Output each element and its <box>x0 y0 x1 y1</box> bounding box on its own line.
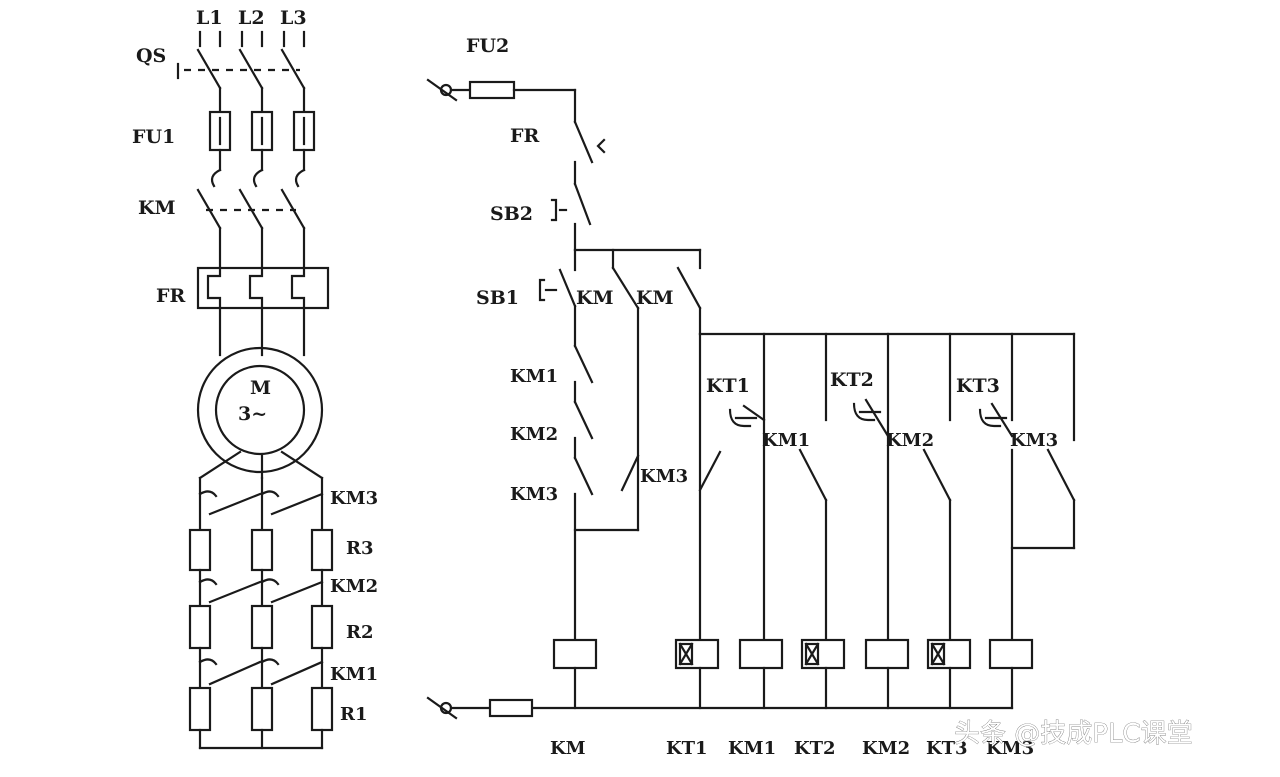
coil-label-km2: KM2 <box>862 738 910 759</box>
supply-terminals <box>198 30 306 48</box>
kt2-label: KT2 <box>830 369 874 391</box>
coil-kt1 <box>674 638 720 670</box>
fr-nc-contact <box>573 120 606 186</box>
r3-resistors <box>188 528 334 572</box>
km-hold-label-1: KM <box>576 287 614 309</box>
coil-label-km1: KM1 <box>728 738 776 759</box>
control-circuit: FU2 FR SB2 <box>426 35 1076 759</box>
bottom-rail <box>426 666 1014 720</box>
sb2-stop-button <box>550 182 592 252</box>
km2-no-label: KM2 <box>886 430 934 451</box>
km-hold-contact-1 <box>611 266 640 532</box>
motor-label: M <box>250 377 271 399</box>
r1-label: R1 <box>340 704 367 725</box>
coil-km <box>552 638 598 670</box>
coil-km1 <box>738 638 784 670</box>
kt3-delay-contact <box>978 402 1014 438</box>
km3-hold-label: KM3 <box>640 466 688 487</box>
km1-no-contact <box>798 448 828 642</box>
watermark: 头条 @技成PLC课堂 <box>954 719 1193 749</box>
km3-rotor-label: KM3 <box>330 488 378 509</box>
power-circuit: L1 L2 L3 QS FU1 <box>132 7 378 750</box>
fr-control-label: FR <box>510 125 539 147</box>
kt2-delay-contact <box>852 398 890 438</box>
motor <box>196 346 324 474</box>
fu2-fuse-top <box>426 78 577 124</box>
motor-phase-label: 3~ <box>238 403 267 425</box>
rotor-leads <box>198 450 324 532</box>
coil-kt3 <box>926 638 972 670</box>
km3-rotor-contacts <box>198 490 324 516</box>
r2-resistors <box>188 604 334 650</box>
r3-label: R3 <box>346 538 373 559</box>
km-hold-contact-2 <box>676 266 702 336</box>
coil-label-kt2: KT2 <box>794 738 836 759</box>
phase-label-l1: L1 <box>196 7 223 29</box>
km-main-label: KM <box>138 197 176 219</box>
sb1-label: SB1 <box>476 287 519 309</box>
km-nc-chain <box>573 304 640 642</box>
coil-label-km: KM <box>550 738 586 759</box>
kt3-label: KT3 <box>956 375 1000 397</box>
km2-rotor-label: KM2 <box>330 576 378 597</box>
km1-rotor-contacts <box>198 658 324 686</box>
fu1-fuses <box>208 110 316 152</box>
phase-label-l2: L2 <box>238 7 265 29</box>
kt1-delay-contact <box>698 404 766 492</box>
km3-no-label: KM3 <box>1010 430 1058 451</box>
coil-label-kt3: KT3 <box>926 738 968 759</box>
r1-resistors <box>188 686 334 732</box>
coil-kt2 <box>800 638 846 670</box>
fr-thermal-relay <box>196 266 330 357</box>
sb2-label: SB2 <box>490 203 533 225</box>
km-hold-label-2: KM <box>636 287 674 309</box>
right-bus <box>698 332 1076 642</box>
fr-power-label: FR <box>156 285 185 307</box>
phase-label-l3: L3 <box>280 7 307 29</box>
coil-label-km3: KM3 <box>986 738 1034 759</box>
kt1-label: KT1 <box>706 375 750 397</box>
km3-no-contact <box>1010 448 1076 642</box>
km2-nc-label: KM2 <box>510 424 558 445</box>
sb1-start-button <box>538 268 577 308</box>
km1-rotor-label: KM1 <box>330 664 378 685</box>
coil-label-kt1: KT1 <box>666 738 708 759</box>
km2-no-contact <box>922 448 952 642</box>
km2-rotor-contacts <box>198 578 324 604</box>
km1-no-label: KM1 <box>762 430 810 451</box>
star-point <box>198 728 324 750</box>
coils-row <box>552 638 1034 670</box>
qs-switch <box>176 48 306 114</box>
km3-nc-label: KM3 <box>510 484 558 505</box>
fu1-label: FU1 <box>132 126 175 148</box>
qs-label: QS <box>136 45 166 67</box>
km1-nc-label: KM1 <box>510 366 558 387</box>
coil-km3 <box>988 638 1034 670</box>
fu2-label: FU2 <box>466 35 509 57</box>
r2-label: R2 <box>346 622 373 643</box>
coil-km2 <box>864 638 910 670</box>
coil-labels: KM KT1 KM1 KT2 KM2 KT3 KM3 <box>550 738 1034 759</box>
hold-bus <box>573 248 702 272</box>
